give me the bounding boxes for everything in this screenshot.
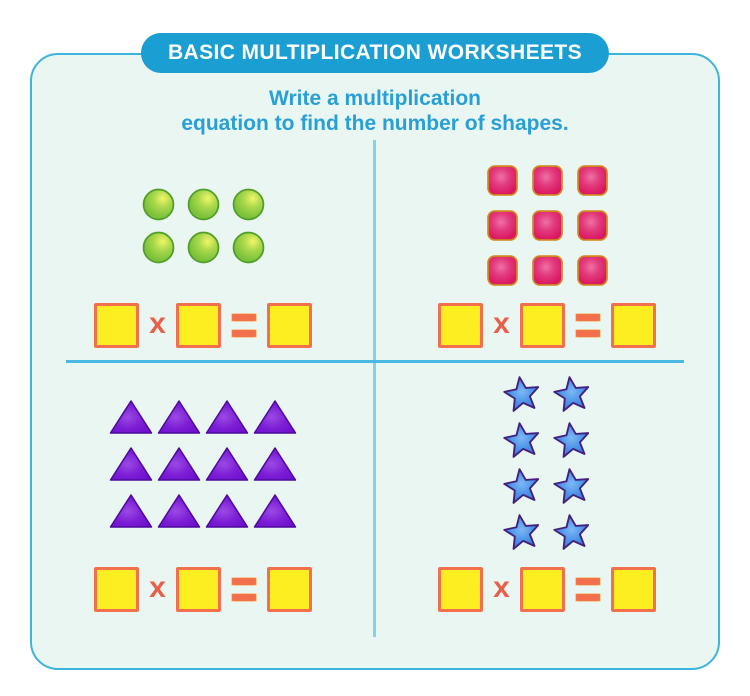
multiply-sign: x: [149, 570, 166, 604]
quadrant-divider-vertical: [373, 140, 376, 637]
pink-square-icon: [531, 165, 563, 196]
blue-star-icon: [552, 421, 592, 461]
pink-square-icon: [576, 165, 608, 196]
equals-sign: =: [229, 313, 259, 338]
equals-bar: [574, 577, 601, 586]
equals-bar: [574, 593, 601, 602]
purple-triangle-icon: [253, 493, 297, 529]
equation-box-product[interactable]: [610, 303, 656, 348]
equals-bar: [230, 577, 257, 586]
equals-bar: [574, 329, 601, 338]
shapes-area-triangles: [32, 361, 374, 567]
purple-triangle-icon: [109, 493, 153, 529]
purple-triangle-icon: [109, 446, 153, 482]
quadrant-squares: x =: [376, 140, 718, 361]
purple-triangle-icon: [205, 399, 249, 435]
purple-triangle-icon: [253, 446, 297, 482]
equation-box-factor1[interactable]: [94, 303, 140, 348]
shape-grid-circles: [142, 188, 265, 264]
green-circle-icon: [187, 231, 220, 264]
instruction-line2: equation to find the number of shapes.: [181, 112, 569, 135]
equation-box-factor2[interactable]: [175, 303, 221, 348]
blue-star-icon: [552, 467, 592, 507]
shape-grid-stars: [502, 375, 592, 553]
equation-box-product[interactable]: [610, 567, 656, 612]
pink-square-icon: [531, 255, 563, 286]
pink-square-icon: [576, 255, 608, 286]
instruction-line1: Write a multiplication: [269, 87, 481, 110]
blue-star-icon: [502, 375, 542, 415]
green-circle-icon: [187, 188, 220, 221]
green-circle-icon: [232, 231, 265, 264]
equation-box-factor2[interactable]: [519, 303, 565, 348]
purple-triangle-icon: [157, 399, 201, 435]
equation-box-factor2[interactable]: [519, 567, 565, 612]
green-circle-icon: [142, 188, 175, 221]
shape-grid-triangles: [109, 399, 297, 529]
pink-square-icon: [486, 255, 518, 286]
pink-square-icon: [486, 165, 518, 196]
equals-bar: [230, 329, 257, 338]
equation-box-product[interactable]: [266, 567, 312, 612]
equals-sign: =: [229, 577, 259, 602]
multiply-sign: x: [149, 306, 166, 340]
shape-grid-squares: [486, 165, 608, 286]
quadrant-stars: x =: [376, 361, 718, 637]
pink-square-icon: [486, 210, 518, 241]
purple-triangle-icon: [157, 446, 201, 482]
equation-box-factor1[interactable]: [438, 567, 484, 612]
equation-box-product[interactable]: [266, 303, 312, 348]
green-circle-icon: [142, 231, 175, 264]
shapes-area-squares: [376, 140, 718, 303]
shapes-area-stars: [376, 361, 718, 567]
equation-box-factor2[interactable]: [175, 567, 221, 612]
equation-row-stars: x =: [438, 567, 656, 612]
blue-star-icon: [502, 513, 542, 553]
equation-row-squares: x =: [438, 303, 656, 348]
purple-triangle-icon: [205, 446, 249, 482]
purple-triangle-icon: [205, 493, 249, 529]
worksheet-title: BASIC MULTIPLICATION WORKSHEETS: [167, 41, 583, 64]
instruction-text: Write a multiplication equation to find …: [0, 86, 750, 136]
blue-star-icon: [552, 513, 592, 553]
multiply-sign: x: [493, 570, 510, 604]
purple-triangle-icon: [157, 493, 201, 529]
equation-row-circles: x =: [94, 303, 312, 348]
equals-sign: =: [573, 577, 603, 602]
blue-star-icon: [552, 375, 592, 415]
green-circle-icon: [232, 188, 265, 221]
blue-star-icon: [502, 467, 542, 507]
multiply-sign: x: [493, 306, 510, 340]
equation-box-factor1[interactable]: [438, 303, 484, 348]
equation-row-triangles: x =: [94, 567, 312, 612]
blue-star-icon: [502, 421, 542, 461]
equals-bar: [230, 593, 257, 602]
equals-bar: [230, 313, 257, 322]
equation-box-factor1[interactable]: [94, 567, 140, 612]
equals-sign: =: [573, 313, 603, 338]
quadrant-triangles: x =: [32, 361, 374, 637]
quadrant-divider-horizontal: [66, 360, 684, 363]
pink-square-icon: [531, 210, 563, 241]
equals-bar: [574, 313, 601, 322]
quadrant-circles: x =: [32, 140, 374, 361]
pink-square-icon: [576, 210, 608, 241]
title-banner: BASIC MULTIPLICATION WORKSHEETS: [140, 33, 610, 73]
purple-triangle-icon: [109, 399, 153, 435]
shapes-area-circles: [32, 140, 374, 303]
purple-triangle-icon: [253, 399, 297, 435]
